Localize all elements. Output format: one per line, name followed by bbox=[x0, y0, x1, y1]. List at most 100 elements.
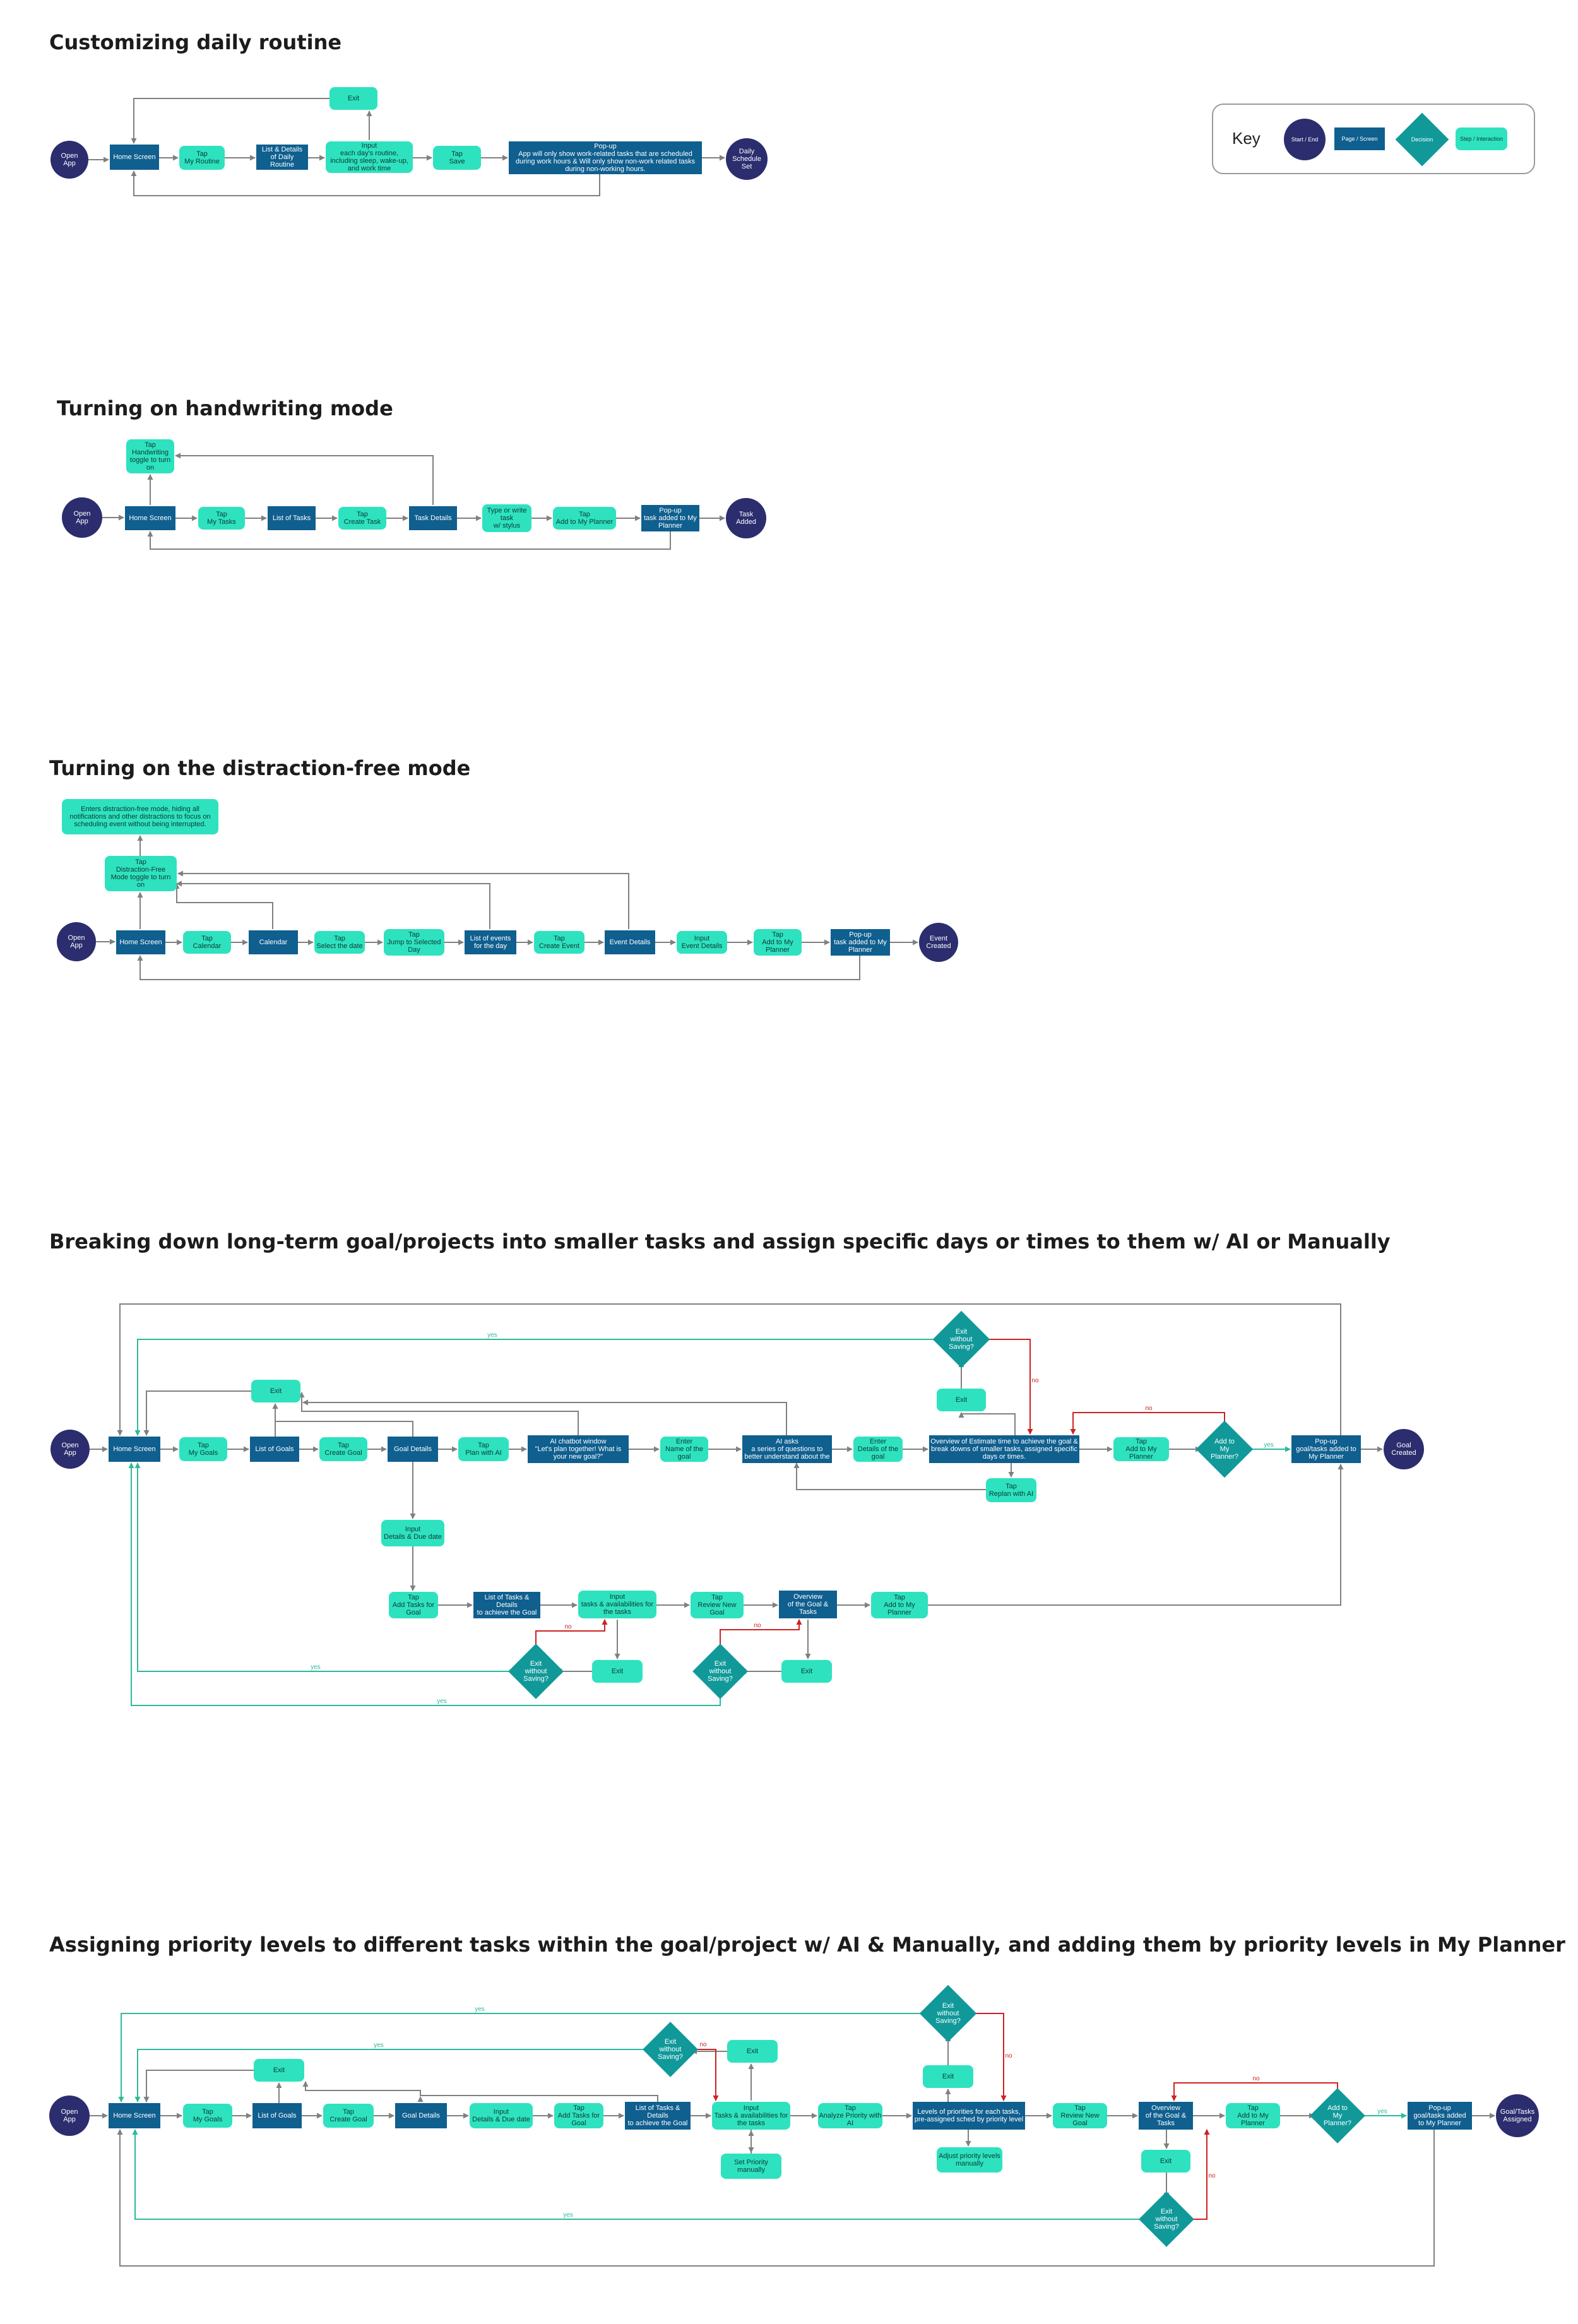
f4-add-planner-2: Tap Add to My Planner bbox=[871, 1592, 928, 1618]
f3-dfm-toggle: Tap Distraction-Free Mode toggle to turn… bbox=[105, 856, 177, 891]
f5-exit-b: Exit bbox=[923, 2065, 973, 2088]
f4-exit-top: Exit bbox=[937, 1389, 986, 1411]
connector-arrow bbox=[131, 170, 600, 196]
f2-task-added: Task Added bbox=[726, 498, 766, 538]
connector-arrow bbox=[177, 870, 629, 929]
f1-home-screen: Home Screen bbox=[110, 145, 159, 170]
f5-exit-without-saving-a: Exit without Saving? bbox=[658, 2038, 683, 2061]
section-title: Customizing daily routine bbox=[49, 30, 342, 54]
f5-goal-details: Goal Details bbox=[395, 2103, 447, 2128]
key-decision: Decision bbox=[1411, 136, 1433, 143]
connector-arrow bbox=[143, 1390, 251, 1436]
f3-note: Enters distraction-free mode, hiding all… bbox=[62, 799, 218, 834]
connector-arrow bbox=[132, 2129, 1147, 2220]
f5-overview: Overview of the Goal & Tasks bbox=[1139, 2102, 1193, 2130]
f3-open-app: Open App bbox=[57, 922, 96, 961]
f1-list-daily-routine: List & Details of Daily Routine bbox=[256, 145, 308, 170]
section-title: Breaking down long-term goal/projects in… bbox=[49, 1230, 1391, 1254]
f4-goal-created: Goal Created bbox=[1384, 1429, 1424, 1469]
connector-arrow bbox=[1070, 1412, 1225, 1435]
f1-tap-my-routine: Tap My Routine bbox=[179, 146, 225, 170]
connector-arrow bbox=[134, 1339, 941, 1436]
f2-add-planner: Tap Add to My Planner bbox=[553, 507, 616, 530]
f3-event-details: Event Details bbox=[605, 930, 655, 954]
f2-list-tasks: List of Tasks bbox=[268, 506, 316, 530]
f4-input-tasks: Input tasks & availabilities for the tas… bbox=[578, 1591, 656, 1618]
f4-popup: Pop-up goal/tasks added to My Planner bbox=[1291, 1435, 1361, 1463]
connector-arrow bbox=[1171, 2082, 1338, 2101]
connector-arrow bbox=[147, 531, 671, 550]
f4-enter-details: Enter Details of the goal bbox=[853, 1437, 903, 1462]
connector-label: no bbox=[1208, 2173, 1216, 2179]
section-title: Turning on handwriting mode bbox=[57, 396, 393, 420]
f5-list-goals: List of Goals bbox=[252, 2103, 302, 2128]
f4-replan-ai: Tap Replan with AI bbox=[986, 1478, 1036, 1502]
f2-task-details: Task Details bbox=[409, 506, 457, 530]
f5-priority-levels: Levels of priorities for each tasks, pre… bbox=[913, 2102, 1025, 2130]
connector-arrow bbox=[928, 1464, 1344, 1606]
connector-arrow bbox=[535, 1619, 608, 1652]
connector-label: yes bbox=[437, 1698, 447, 1705]
key-title: Key bbox=[1232, 129, 1261, 148]
f4-list-goals: List of Goals bbox=[250, 1437, 299, 1462]
f4-goal-details: Goal Details bbox=[388, 1437, 438, 1462]
connector-arrow bbox=[690, 2049, 719, 2101]
connector-arrow bbox=[958, 1412, 1016, 1435]
f4-review: Tap Review New Goal bbox=[691, 1592, 744, 1618]
section-title: Assigning priority levels to different t… bbox=[49, 1933, 1565, 1957]
f5-input-tasks: Input Tasks & availabilities for the tas… bbox=[712, 2102, 790, 2130]
f5-adjust-priority: Adjust priority levels manually bbox=[937, 2147, 1002, 2173]
connector-label: no bbox=[1031, 1377, 1039, 1384]
f3-jump-day: Tap Jump to Selected Day bbox=[384, 929, 444, 956]
connector-arrow bbox=[985, 1339, 1033, 1435]
connector-arrow bbox=[175, 453, 434, 505]
connector-arrow bbox=[968, 2013, 1007, 2101]
f2-open-app: Open App bbox=[62, 497, 102, 538]
connector-arrow bbox=[137, 955, 860, 980]
f4-exit-bottom-1: Exit bbox=[592, 1660, 643, 1683]
f5-set-priority: Set Priority manually bbox=[721, 2154, 781, 2179]
f2-tap-create-task: Tap Create Task bbox=[338, 507, 386, 530]
f5-exit-without-saving-b: Exit without Saving? bbox=[935, 2002, 961, 2025]
f5-exit-left: Exit bbox=[254, 2059, 304, 2082]
f5-add-planner: Tap Add to My Planner bbox=[1226, 2103, 1280, 2128]
connector-label: no bbox=[1252, 2075, 1260, 2082]
f4-input-details: Input Details & Due date bbox=[381, 1520, 444, 1546]
f4-exit-without-saving-2: Exit without Saving? bbox=[708, 1660, 733, 1683]
f1-schedule-set: Daily Schedule Set bbox=[726, 138, 768, 180]
f4-add-tasks: Tap Add Tasks for Goal bbox=[389, 1592, 438, 1618]
connector-label: yes bbox=[475, 2006, 485, 2013]
connector-label: yes bbox=[374, 2042, 384, 2049]
connector-arrow bbox=[1186, 2129, 1210, 2220]
f2-tap-my-tasks: Tap My Tasks bbox=[198, 507, 245, 530]
f1-popup: Pop-up App will only show work-related t… bbox=[509, 141, 702, 174]
f4-home-screen: Home Screen bbox=[109, 1437, 160, 1462]
connector-arrow bbox=[117, 2129, 1435, 2267]
f4-exit-bottom-2: Exit bbox=[781, 1660, 832, 1683]
f2-home-screen: Home Screen bbox=[125, 506, 175, 530]
connector-label: yes bbox=[1377, 2108, 1387, 2115]
f5-tap-my-goals: Tap My Goals bbox=[183, 2104, 232, 2128]
f5-home-screen: Home Screen bbox=[109, 2103, 160, 2128]
f3-input-event: Input Event Details bbox=[677, 931, 727, 954]
f5-open-app: Open App bbox=[49, 2096, 90, 2136]
connector-label: no bbox=[699, 2041, 707, 2048]
connector-arrow bbox=[299, 1392, 579, 1437]
f1-exit: Exit bbox=[329, 87, 377, 110]
f4-tap-create-goal: Tap Create Goal bbox=[319, 1437, 367, 1461]
key-page-screen: Page / Screen bbox=[1334, 127, 1385, 150]
connector-arrow bbox=[302, 1399, 787, 1435]
f3-popup: Pop-up task added to My Planner bbox=[831, 929, 890, 956]
f1-input-routine: Input each day's routine, including slee… bbox=[326, 141, 413, 173]
f4-list-tasks-details: List of Tasks & Details to achieve the G… bbox=[473, 1592, 540, 1618]
f3-calendar: Calendar bbox=[249, 930, 298, 954]
f4-enter-name: Enter Name of the goal bbox=[660, 1437, 708, 1462]
connector-arrow bbox=[143, 2070, 254, 2102]
f4-ai-chatbot: AI chatbot window "Let's plan together! … bbox=[528, 1435, 629, 1463]
connector-label: yes bbox=[1264, 1442, 1274, 1449]
connector-arrow bbox=[302, 2081, 658, 2102]
f1-tap-save: Tap Save bbox=[433, 146, 481, 170]
connector-arrow bbox=[793, 1462, 986, 1490]
connector-label: yes bbox=[311, 1664, 321, 1671]
key-legend bbox=[1212, 104, 1535, 174]
